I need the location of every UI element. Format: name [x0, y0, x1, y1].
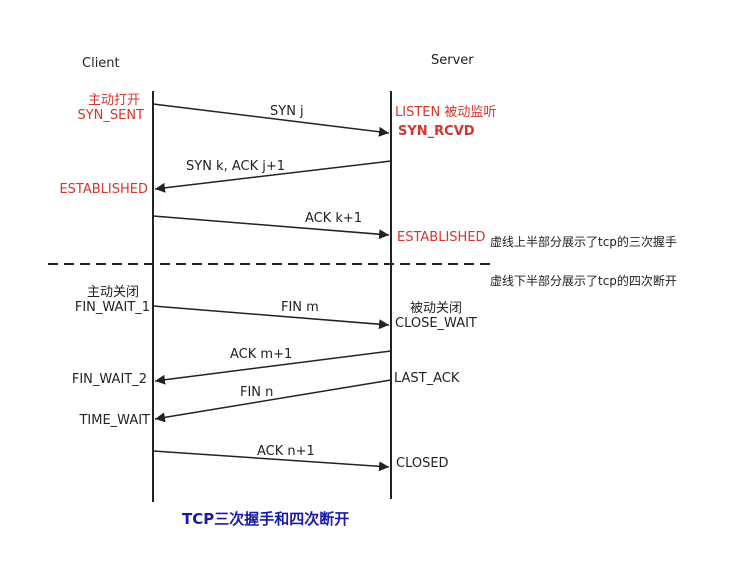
client-syn-sent-state: SYN_SENT: [77, 108, 144, 123]
msg-syn-ack: SYN k, ACK j+1: [186, 159, 286, 174]
server-established-state: ESTABLISHED: [397, 230, 486, 245]
msg-syn-j: SYN j: [270, 104, 304, 119]
teardown-note: 虚线下半部分展示了tcp的四次断开: [490, 274, 677, 288]
client-established-state: ESTABLISHED: [59, 182, 148, 197]
client-fin-wait-2-state: FIN_WAIT_2: [71, 372, 147, 387]
client-active-close-label: 主动关闭: [86, 285, 139, 300]
server-syn-rcvd-state: SYN_RCVD: [398, 124, 475, 139]
msg-fin-m: FIN m: [281, 300, 319, 315]
server-closed-state: CLOSED: [396, 456, 449, 471]
arrow-fin-m: [152, 305, 390, 330]
msg-fin-n: FIN n: [240, 385, 274, 400]
server-last-ack-state: LAST_ACK: [394, 371, 460, 386]
arrow-fin-n: [154, 379, 392, 423]
server-passive-close-label: 被动关闭: [410, 301, 463, 316]
arrow-ack-n1: [152, 450, 390, 472]
client-header: Client: [82, 56, 120, 71]
arrow-ack-k1: [152, 215, 390, 240]
client-active-open-label: 主动打开: [87, 93, 140, 108]
server-header: Server: [431, 53, 474, 68]
msg-ack-n1: ACK n+1: [257, 444, 315, 459]
arrow-syn-j: [152, 103, 390, 137]
handshake-note: 虚线上半部分展示了tcp的三次握手: [490, 235, 677, 249]
client-time-wait-state: TIME_WAIT: [79, 413, 150, 428]
diagram-caption: TCP三次握手和四次断开: [182, 510, 350, 528]
msg-ack-m1: ACK m+1: [230, 347, 293, 362]
server-listen-state: LISTEN 被动监听: [395, 105, 497, 120]
arrow-syn-ack: [154, 160, 392, 193]
msg-ack-k1: ACK k+1: [305, 211, 363, 226]
arrow-ack-m1: [154, 350, 392, 385]
server-close-wait-state: CLOSE_WAIT: [395, 316, 477, 331]
client-fin-wait-1-state: FIN_WAIT_1: [74, 300, 150, 315]
